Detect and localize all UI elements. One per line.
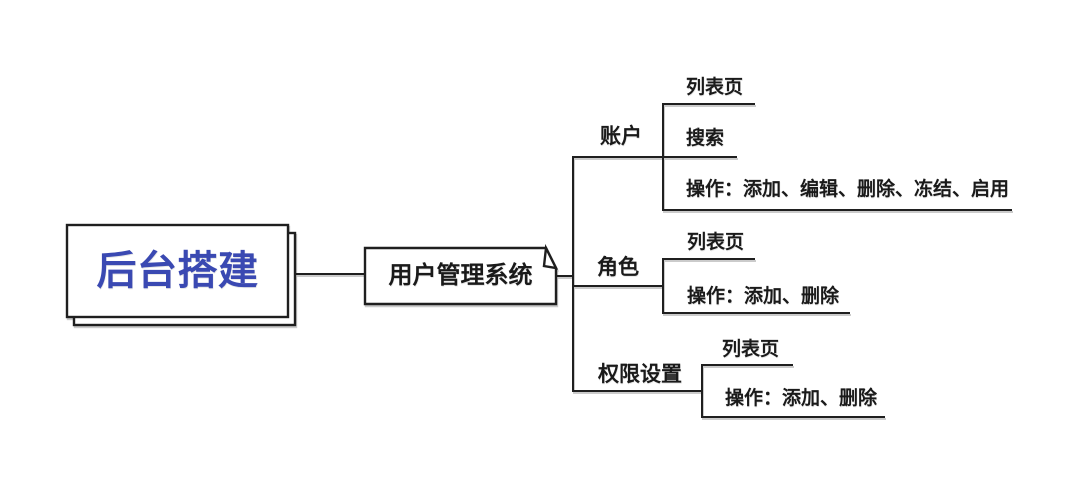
branch-account-label[interactable]: 账户 bbox=[600, 125, 642, 148]
leaf-account-list-label[interactable]: 列表页 bbox=[686, 77, 744, 98]
leaf-permission-list-label[interactable]: 列表页 bbox=[722, 339, 780, 360]
branch-role-label[interactable]: 角色 bbox=[597, 256, 639, 279]
leaf-role-operations-label[interactable]: 操作：添加、删除 bbox=[687, 286, 840, 307]
system-node-label[interactable]: 用户管理系统 bbox=[388, 261, 533, 289]
system-node-fold-corner-icon bbox=[542, 243, 559, 270]
branch-permission-label[interactable]: 权限设置 bbox=[598, 363, 682, 386]
system-node-box[interactable] bbox=[363, 246, 558, 306]
leaf-role-list-label[interactable]: 列表页 bbox=[687, 232, 745, 253]
root-node-box[interactable] bbox=[65, 223, 290, 319]
root-node-label[interactable]: 后台搭建 bbox=[96, 249, 259, 293]
leaf-permission-operations-label[interactable]: 操作：添加、删除 bbox=[725, 388, 878, 409]
leaf-account-search-label[interactable]: 搜索 bbox=[686, 128, 725, 149]
leaf-account-operations-label[interactable]: 操作：添加、编辑、删除、冻结、启用 bbox=[686, 179, 1010, 200]
